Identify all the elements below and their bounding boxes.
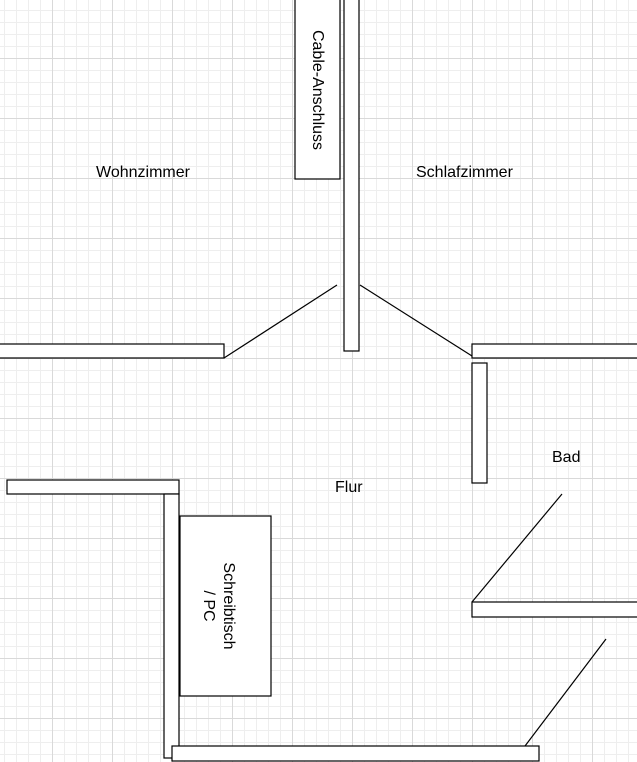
desk-box [179, 515, 272, 697]
cable-connection-box [294, 0, 341, 180]
wall-flur-left [163, 493, 180, 759]
desk-label-line1: Schreibtisch [220, 562, 237, 650]
room-label-wohnzimmer: Wohnzimmer [96, 164, 190, 181]
desk-label: Schreibtisch / PC [198, 546, 238, 666]
wall-schlafzimmer-bottom [471, 343, 637, 359]
wall-bad-bottom [471, 601, 637, 618]
door-schlafzimmer [359, 284, 473, 357]
door-wohnzimmer [223, 284, 338, 359]
door-bad [471, 493, 563, 603]
wall-flur-left-top [6, 479, 180, 495]
wall-flur-bottom [171, 745, 540, 762]
room-label-bad: Bad [552, 449, 581, 466]
wall-center-vertical [343, 0, 360, 352]
cable-connection-label: Cable-Anschluss [307, 12, 327, 168]
wall-wohnzimmer-bottom [0, 343, 225, 359]
room-label-flur: Flur [335, 479, 363, 496]
desk-label-line2: / PC [200, 590, 217, 622]
cable-connection-text: Cable-Anschluss [309, 29, 326, 151]
door-entrance [524, 638, 607, 747]
wall-bad-left [471, 362, 488, 484]
room-label-schlafzimmer: Schlafzimmer [416, 164, 513, 181]
